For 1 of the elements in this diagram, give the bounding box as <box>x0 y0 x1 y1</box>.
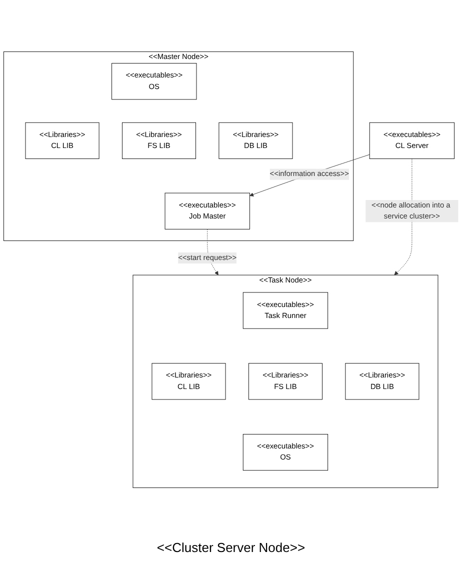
node-caption: <<Cluster Server Node>> <box>156 540 306 555</box>
